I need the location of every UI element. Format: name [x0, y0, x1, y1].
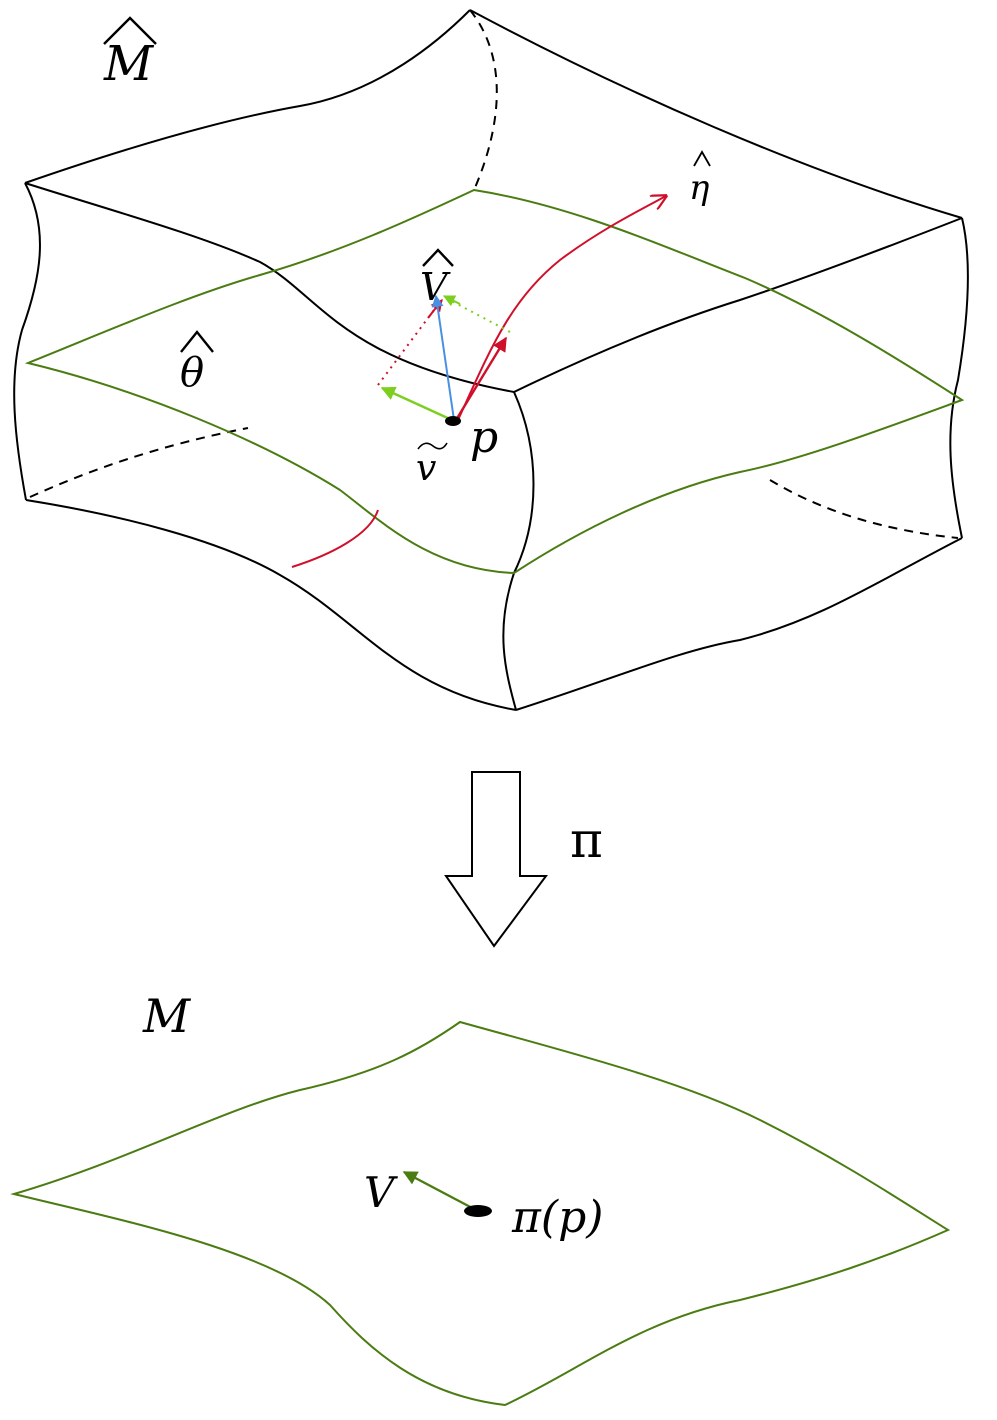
label-p: p: [470, 412, 498, 463]
point-p: [445, 416, 461, 426]
normal-vector: [454, 336, 508, 421]
label-M-hat: M: [103, 16, 157, 92]
box-hidden-back-edge: [469, 9, 498, 191]
box-bottom-right-edge: [515, 537, 963, 711]
label-eta-hat: η: [689, 150, 711, 208]
label-v-tilde-text: v: [416, 448, 436, 489]
horizontal-vector-v-tilde: [380, 386, 453, 422]
label-pi: π: [570, 811, 603, 869]
box-hidden-right-edge: [769, 479, 959, 539]
box-right-edge: [949, 217, 969, 539]
box-hidden-left-edge: [29, 427, 249, 498]
total-space-box: [13, 9, 969, 711]
leaf-theta-hat: [24, 188, 965, 575]
label-theta-hat: θ: [180, 330, 214, 396]
label-M: M: [142, 989, 192, 1043]
base-manifold-M: [10, 1020, 951, 1407]
label-v-tilde: v: [416, 442, 448, 489]
box-left-edge: [13, 182, 41, 501]
normal-curve-lower: [291, 509, 379, 568]
box-top-front-right-edge: [513, 217, 963, 393]
label-V-hat: V: [420, 248, 454, 309]
dotted-green-guide: [445, 297, 511, 333]
horizontal-component-arrow: [442, 295, 461, 307]
label-pi-p: π(p): [511, 1192, 603, 1243]
lifted-vector-V-hat: [431, 294, 455, 421]
box-top-front-left-edge: [24, 182, 515, 393]
box-top-left-edge: [24, 9, 471, 184]
label-eta-hat-text: η: [689, 168, 710, 208]
base-vector-V: [402, 1170, 477, 1212]
label-V-hat-text: V: [420, 265, 451, 309]
label-V: V: [364, 1168, 398, 1217]
label-M-hat-text: M: [103, 36, 155, 92]
point-pi-p: [464, 1205, 492, 1217]
normal-curve-eta: [457, 196, 666, 421]
box-front-edge: [502, 391, 535, 711]
label-theta-hat-text: θ: [180, 350, 204, 396]
box-top-right-edge: [469, 9, 963, 219]
box-bottom-left-edge: [25, 499, 517, 711]
down-arrow-icon: [444, 771, 548, 948]
